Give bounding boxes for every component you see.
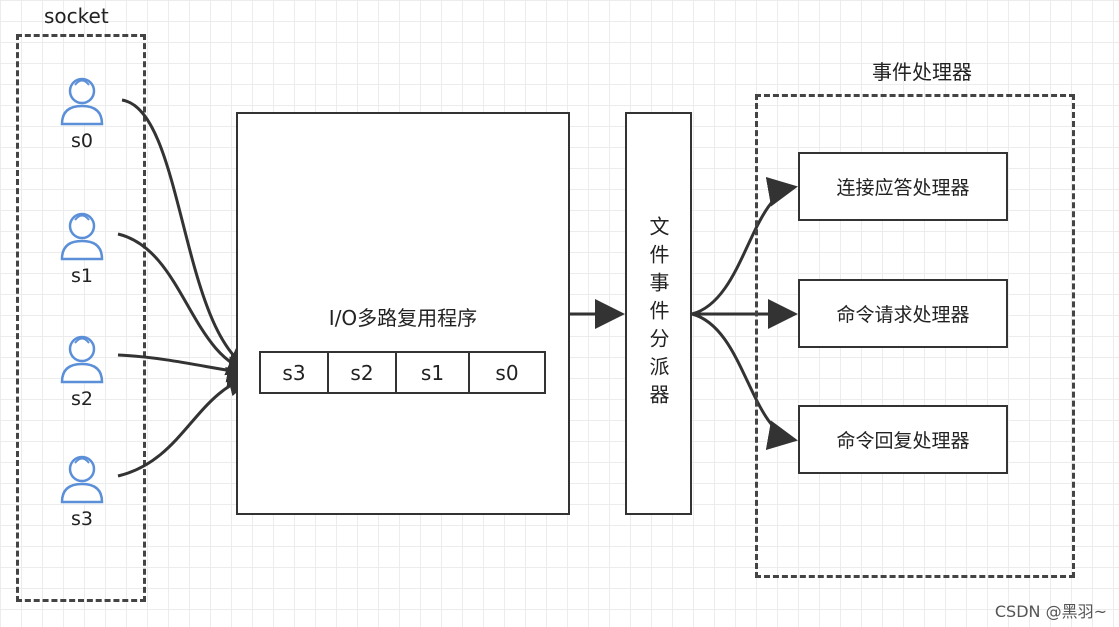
handler-command-reply: 命令回复处理器 [798, 405, 1008, 474]
socket-s2: s2 [57, 332, 107, 410]
user-icon [60, 77, 104, 126]
connector-s1 [117, 232, 258, 383]
socket-group-box [16, 34, 146, 602]
socket-s1: s1 [57, 209, 107, 287]
socket-group-label: socket [44, 4, 109, 28]
socket-label: s2 [71, 388, 93, 410]
queue-cell: s0 [495, 360, 519, 385]
io-multiplexer-title: I/O多路复用程序 [328, 306, 478, 330]
watermark: CSDN @黑羽~ [994, 602, 1107, 621]
queue-cell: s3 [261, 353, 329, 392]
user-icon [60, 335, 104, 384]
handlers-title: 事件处理器 [872, 60, 972, 84]
io-multiplexer-box [236, 112, 570, 515]
socket-label: s3 [71, 508, 93, 530]
socket-s3: s3 [57, 452, 107, 530]
socket-s0: s0 [57, 74, 107, 152]
handlers-group-box [755, 94, 1075, 578]
connector-to-handler-3 [691, 312, 798, 450]
dispatcher-label: 文件事件分派器 [646, 215, 670, 412]
handler-command-request: 命令请求处理器 [798, 279, 1008, 348]
queue-cell: s1 [397, 353, 470, 392]
connector-s0 [121, 98, 258, 376]
handler-connection-accept: 连接应答处理器 [798, 152, 1008, 221]
connector-to-handler-1 [691, 177, 798, 316]
queue-cell: s2 [329, 353, 397, 392]
connector-s3 [117, 367, 258, 478]
file-event-dispatcher: 文件事件分派器 [625, 112, 692, 515]
user-icon [60, 455, 104, 504]
socket-label: s0 [71, 130, 93, 152]
user-icon [60, 212, 104, 261]
socket-label: s1 [71, 265, 93, 287]
socket-queue: s3 s2 s1 s0 [259, 351, 546, 394]
